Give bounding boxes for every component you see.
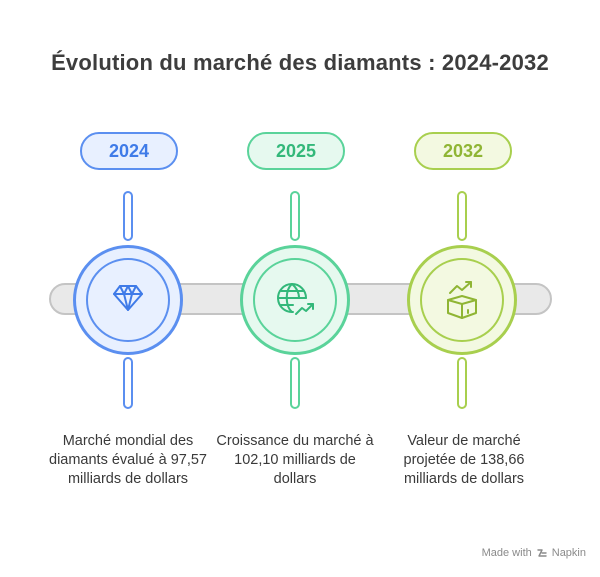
globe-growth-icon	[277, 283, 314, 315]
connector-bottom	[290, 357, 300, 409]
year-badge: 2024	[80, 132, 178, 170]
icon-circle	[407, 245, 517, 355]
credit-brand: Napkin	[551, 547, 586, 559]
diamond-icon	[113, 285, 143, 311]
step-description: Croissance du marché à 102,10 milliards …	[216, 433, 374, 487]
connector-top	[123, 191, 133, 241]
box-growth-icon	[447, 281, 477, 319]
step-description: Marché mondial des diamants évalué à 97,…	[49, 433, 207, 487]
napkin-logo-icon	[537, 549, 547, 557]
icon-circle	[73, 245, 183, 355]
napkin-credit[interactable]: Made with Napkin	[482, 547, 586, 559]
credit-label: Made with	[481, 547, 532, 559]
year-badge: 2025	[247, 132, 345, 170]
connector-bottom	[123, 357, 133, 409]
connector-top	[290, 191, 300, 241]
connector-bottom	[457, 357, 467, 409]
year-badge: 2032	[414, 132, 512, 170]
step-description: Valeur de marché projetée de 138,66 mill…	[403, 433, 525, 487]
icon-circle	[240, 245, 350, 355]
connector-top	[457, 191, 467, 241]
page-title: Évolution du marché des diamants : 2024-…	[51, 50, 549, 75]
